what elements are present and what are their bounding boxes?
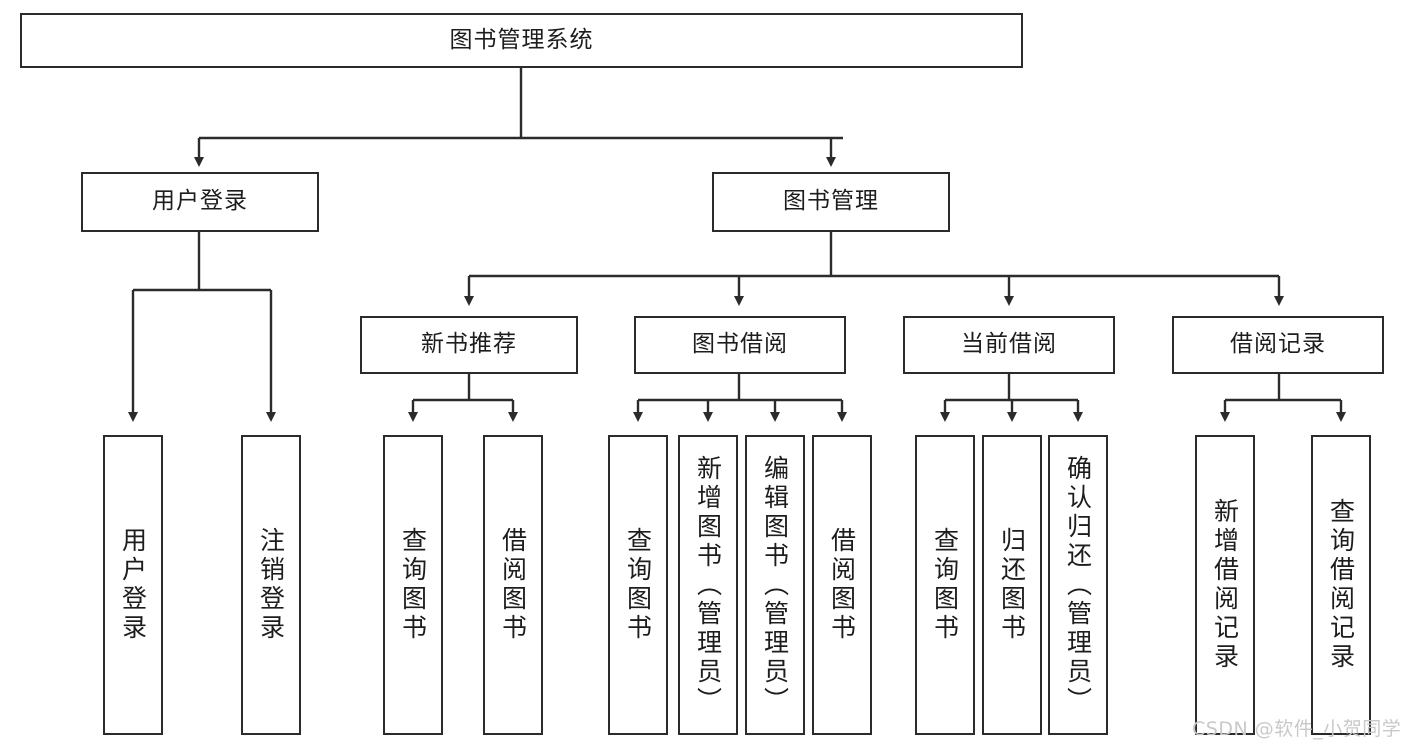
leaf-borrow-book[interactable]: 借阅图书 (812, 435, 872, 735)
node-label: 图书管理 (783, 188, 879, 215)
leaf-query-book-current[interactable]: 查询图书 (915, 435, 975, 735)
node-label: 新书推荐 (421, 331, 517, 358)
node-label: 查询图书 (930, 527, 960, 643)
leaf-return-book[interactable]: 归还图书 (982, 435, 1042, 735)
leaf-add-book-admin[interactable]: 新增图书（管理员） (678, 435, 738, 735)
node-label: 借阅记录 (1230, 331, 1326, 358)
leaf-borrow-book-newbook[interactable]: 借阅图书 (483, 435, 543, 735)
node-label: 图书管理系统 (449, 26, 594, 53)
node-root-book-management-system[interactable]: 图书管理系统 (20, 13, 1023, 68)
leaf-query-borrow-record[interactable]: 查询借阅记录 (1311, 435, 1371, 735)
node-label: 确认归还（管理员） (1063, 454, 1093, 716)
node-label: 图书借阅 (692, 331, 788, 358)
node-label: 用户登录 (118, 527, 148, 643)
node-new-book-recommend[interactable]: 新书推荐 (360, 316, 578, 374)
node-label: 用户登录 (152, 188, 248, 215)
node-label: 查询借阅记录 (1326, 498, 1356, 672)
leaf-user-login[interactable]: 用户登录 (103, 435, 163, 735)
node-label: 当前借阅 (961, 331, 1057, 358)
node-book-management[interactable]: 图书管理 (712, 172, 950, 232)
node-label: 查询图书 (398, 527, 428, 643)
leaf-query-book-borrow[interactable]: 查询图书 (608, 435, 668, 735)
node-label: 编辑图书（管理员） (760, 454, 790, 716)
node-book-borrow[interactable]: 图书借阅 (634, 316, 846, 374)
node-user-login[interactable]: 用户登录 (81, 172, 319, 232)
node-label: 借阅图书 (827, 527, 857, 643)
node-label: 归还图书 (997, 527, 1027, 643)
leaf-add-borrow-record[interactable]: 新增借阅记录 (1195, 435, 1255, 735)
leaf-edit-book-admin[interactable]: 编辑图书（管理员） (745, 435, 805, 735)
node-current-borrow[interactable]: 当前借阅 (903, 316, 1115, 374)
watermark-text: CSDN @软件_小贺同学 (1192, 718, 1402, 740)
node-label: 新增借阅记录 (1210, 498, 1240, 672)
node-label: 借阅图书 (498, 527, 528, 643)
leaf-query-book-newbook[interactable]: 查询图书 (383, 435, 443, 735)
node-label: 查询图书 (623, 527, 653, 643)
leaf-confirm-return-admin[interactable]: 确认归还（管理员） (1048, 435, 1108, 735)
csdn-watermark: CSDN @软件_小贺同学 (1192, 714, 1401, 741)
node-label: 注销登录 (256, 527, 286, 643)
node-label: 新增图书（管理员） (693, 454, 723, 716)
node-borrow-record[interactable]: 借阅记录 (1172, 316, 1384, 374)
leaf-logout[interactable]: 注销登录 (241, 435, 301, 735)
